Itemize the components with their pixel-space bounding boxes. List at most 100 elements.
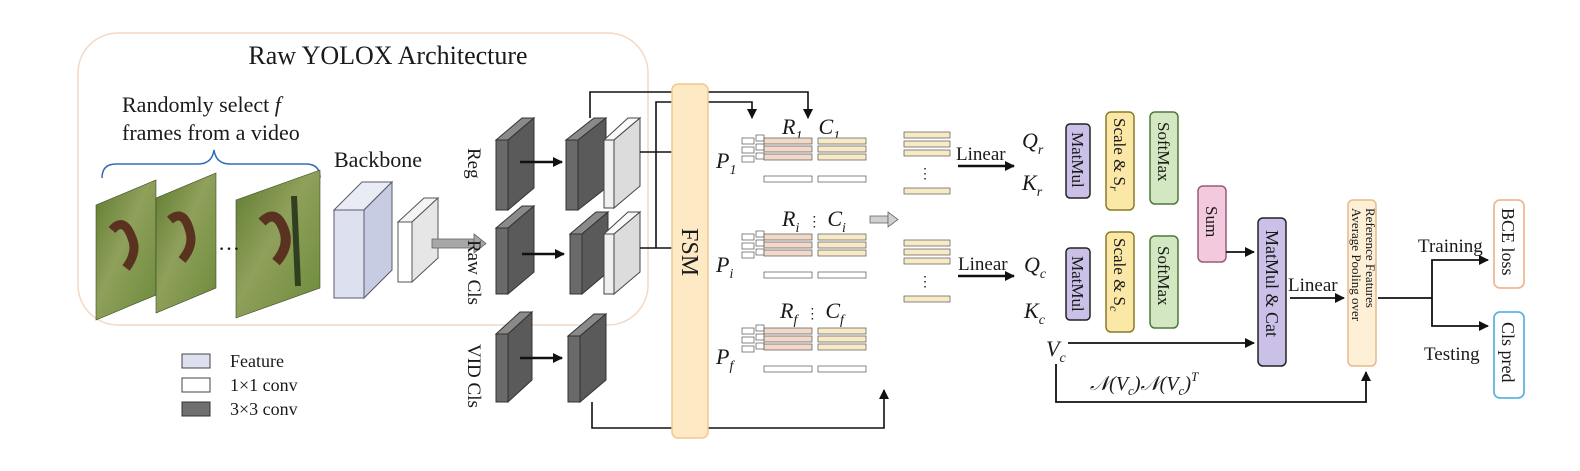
norm-formula: 𝒩(Vc)𝒩(Vc)T bbox=[1090, 369, 1199, 398]
sum-label: Sum bbox=[1202, 206, 1221, 237]
pi-feature-bars bbox=[741, 230, 867, 279]
linear-label-top: Linear bbox=[956, 144, 1006, 165]
testing-label: Testing bbox=[1424, 344, 1480, 365]
head-label-vid-cls: VID Cls bbox=[463, 344, 484, 408]
matmul-cat-label: MatMul & Cat bbox=[1262, 230, 1282, 337]
cls-conv-block-1 bbox=[494, 204, 536, 296]
training-label: Training bbox=[1418, 236, 1483, 257]
bce-loss-block bbox=[1493, 199, 1525, 289]
qr-label: Qr bbox=[1022, 128, 1044, 158]
vc-label: Vc bbox=[1046, 336, 1066, 366]
c-feature-bar bbox=[817, 327, 867, 335]
selected-bot-ellipsis: ⋮ bbox=[918, 275, 932, 290]
mini-bar bbox=[755, 324, 765, 332]
softmax-label-r: SoftMax bbox=[1154, 122, 1173, 182]
c-feature-bar bbox=[817, 153, 867, 161]
c-feature-bar bbox=[817, 365, 867, 373]
c-feature-bar bbox=[817, 335, 867, 343]
pf-group: Pf bbox=[715, 344, 735, 374]
r-feature-bar bbox=[763, 365, 813, 373]
c-feature-bar bbox=[817, 175, 867, 183]
vid-conv-block-2 bbox=[566, 312, 608, 404]
linear-label-right: Linear bbox=[1288, 275, 1338, 296]
pi-group: Pi bbox=[715, 252, 733, 282]
frames-ellipsis: … bbox=[218, 230, 240, 255]
head-label-reg: Reg bbox=[463, 148, 484, 179]
backbone-1x1-conv bbox=[396, 196, 440, 284]
matmul-label-c: MatMul bbox=[1068, 256, 1087, 312]
reg-conv-block-1 bbox=[494, 116, 536, 212]
mini-bar bbox=[755, 248, 765, 256]
scale-block-r bbox=[1105, 111, 1135, 211]
kr-label: Kr bbox=[1021, 170, 1043, 200]
p1-group: P1 bbox=[715, 148, 736, 178]
r-feature-bar bbox=[763, 241, 813, 249]
legend-3x3-swatch bbox=[181, 401, 211, 417]
bce-loss-label: BCE loss bbox=[1498, 208, 1518, 276]
svg-text:Pf: Pf bbox=[715, 344, 735, 374]
legend-feature-label: Feature bbox=[230, 351, 284, 371]
mini-bar bbox=[755, 143, 765, 151]
p1-label: P bbox=[715, 148, 729, 173]
avgpool-label-2: Reference Features bbox=[1363, 208, 1378, 308]
backbone-feature-block bbox=[332, 180, 394, 300]
mini-bar bbox=[755, 239, 765, 247]
r-feature-bar bbox=[763, 153, 813, 161]
rf-cf-labels: Rf⋮Cf bbox=[779, 298, 846, 328]
raw-yolox-label: Raw YOLOX Architecture bbox=[248, 41, 527, 70]
matmul-cat-block bbox=[1257, 217, 1287, 367]
selected-feature-bar bbox=[903, 140, 951, 148]
cls-1x1-block bbox=[602, 210, 642, 296]
r-feature-bar bbox=[763, 145, 813, 153]
c-feature-bar bbox=[817, 241, 867, 249]
c-feature-bar bbox=[817, 145, 867, 153]
r-feature-bar bbox=[763, 137, 813, 145]
scale-label-r: Scale & Sr bbox=[1107, 118, 1129, 191]
mini-bar bbox=[755, 333, 765, 341]
sum-block bbox=[1197, 185, 1227, 263]
qc-label: Qc bbox=[1024, 252, 1047, 282]
raw-yolox-box bbox=[77, 32, 649, 326]
c-feature-bar bbox=[817, 343, 867, 351]
r-feature-bar bbox=[763, 327, 813, 335]
cls-conv-block-2 bbox=[568, 210, 610, 296]
r-feature-bar bbox=[763, 335, 813, 343]
frames-brace bbox=[101, 149, 321, 179]
random-select-label: Randomly select f bbox=[122, 92, 284, 117]
matmul-block-r bbox=[1065, 123, 1091, 199]
mini-bar bbox=[741, 327, 755, 335]
fsm-block bbox=[671, 83, 709, 439]
selected-feature-bar bbox=[903, 187, 951, 195]
selected-feature-bar bbox=[903, 149, 951, 157]
legend-1x1-label: 1×1 conv bbox=[230, 375, 298, 395]
selected-feature-bar bbox=[903, 131, 951, 139]
selected-feature-bar bbox=[903, 239, 951, 247]
fsm-label: FSM bbox=[676, 228, 702, 276]
reg-conv-block-2 bbox=[564, 116, 608, 212]
legend: Feature 1×1 conv 3×3 conv bbox=[181, 351, 298, 419]
avgpool-block bbox=[1347, 199, 1377, 367]
legend-feature-swatch bbox=[181, 353, 211, 369]
reg-1x1-block bbox=[602, 116, 642, 210]
random-select-line2: frames from a video bbox=[122, 120, 300, 145]
mini-bar bbox=[741, 137, 755, 145]
backbone-label: Backbone bbox=[334, 147, 422, 172]
scale-block-c bbox=[1105, 231, 1135, 333]
mini-bar bbox=[755, 342, 765, 350]
pf-feature-bars bbox=[741, 324, 867, 373]
c-feature-bar bbox=[817, 271, 867, 279]
mini-bar bbox=[741, 146, 755, 154]
svg-text:Pi: Pi bbox=[715, 252, 733, 282]
r-feature-bar bbox=[763, 343, 813, 351]
softmax-label-c: SoftMax bbox=[1154, 246, 1173, 306]
mini-bar bbox=[741, 251, 755, 259]
mini-bar bbox=[755, 152, 765, 160]
c-feature-bar bbox=[817, 249, 867, 257]
selected-feature-bar bbox=[903, 257, 951, 265]
mini-bar bbox=[741, 155, 755, 163]
video-frames bbox=[95, 169, 321, 321]
mini-bar bbox=[755, 134, 765, 142]
scale-label-c: Scale & Sc bbox=[1107, 238, 1129, 312]
